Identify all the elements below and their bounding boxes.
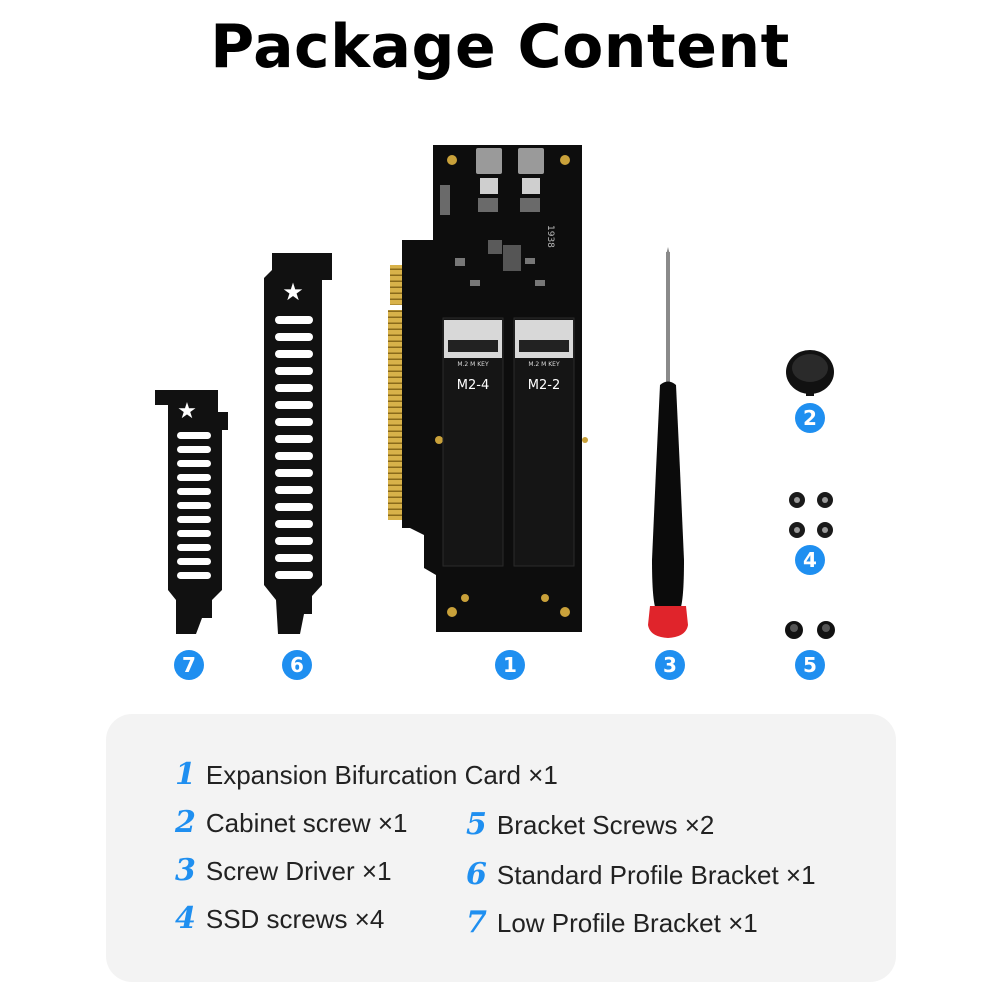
legend-text: Low Profile Bracket ×1 bbox=[496, 908, 758, 938]
screwdriver bbox=[648, 247, 688, 638]
slot-label-m2-2: M2-2 bbox=[528, 378, 560, 393]
low-profile-bracket: ★ bbox=[155, 390, 228, 634]
legend-number: 1 bbox=[175, 757, 196, 792]
legend-panel bbox=[106, 714, 896, 982]
standard-profile-bracket: ★ bbox=[264, 253, 332, 634]
legend-item-5: 5 Bracket Screws ×2 bbox=[466, 807, 714, 842]
badge-3: 3 bbox=[655, 650, 685, 680]
pcb-date-code: 1938 bbox=[545, 225, 555, 248]
ssd-screws bbox=[789, 492, 833, 538]
legend-item-4: 4 SSD screws ×4 bbox=[175, 901, 384, 936]
legend-text: Screw Driver ×1 bbox=[205, 856, 392, 886]
badge-4: 4 bbox=[795, 545, 825, 575]
legend-number: 6 bbox=[466, 857, 487, 892]
legend-number: 3 bbox=[175, 853, 196, 888]
legend-item-3: 3 Screw Driver ×1 bbox=[175, 853, 392, 888]
legend-text: Expansion Bifurcation Card ×1 bbox=[205, 760, 558, 790]
legend-item-7: 7 Low Profile Bracket ×1 bbox=[466, 905, 758, 940]
legend-number: 7 bbox=[466, 905, 487, 940]
slot-label-m2-4: M2-4 bbox=[457, 378, 489, 393]
page-title: Package Content bbox=[210, 12, 790, 82]
legend-number: 4 bbox=[175, 901, 196, 936]
expansion-card: 1938 M.2 M KEY M.2 M KEY M2-4 M2-2 bbox=[388, 145, 588, 632]
svg-text:M.2 M KEY: M.2 M KEY bbox=[528, 361, 560, 368]
legend-item-1: 1 Expansion Bifurcation Card ×1 bbox=[175, 757, 558, 792]
badge-6: 6 bbox=[282, 650, 312, 680]
product-illustration: ★ ★ bbox=[155, 145, 835, 639]
bracket-screws bbox=[785, 621, 835, 639]
legend-item-6: 6 Standard Profile Bracket ×1 bbox=[466, 857, 816, 892]
badge-2: 2 bbox=[795, 403, 825, 433]
legend-item-2: 2 Cabinet screw ×1 bbox=[175, 805, 407, 840]
svg-text:M.2 M KEY: M.2 M KEY bbox=[457, 361, 489, 368]
legend-number: 5 bbox=[466, 807, 487, 842]
cabinet-screw bbox=[786, 350, 834, 396]
legend-text: SSD screws ×4 bbox=[205, 904, 385, 934]
legend-number: 2 bbox=[175, 805, 196, 840]
svg-text:★: ★ bbox=[177, 399, 197, 424]
badge-1: 1 bbox=[495, 650, 525, 680]
badge-5: 5 bbox=[795, 650, 825, 680]
legend-text: Bracket Screws ×2 bbox=[496, 810, 715, 840]
svg-text:★: ★ bbox=[282, 278, 304, 306]
badge-7: 7 bbox=[174, 650, 204, 680]
legend-text: Cabinet screw ×1 bbox=[205, 808, 408, 838]
legend-text: Standard Profile Bracket ×1 bbox=[496, 860, 816, 890]
